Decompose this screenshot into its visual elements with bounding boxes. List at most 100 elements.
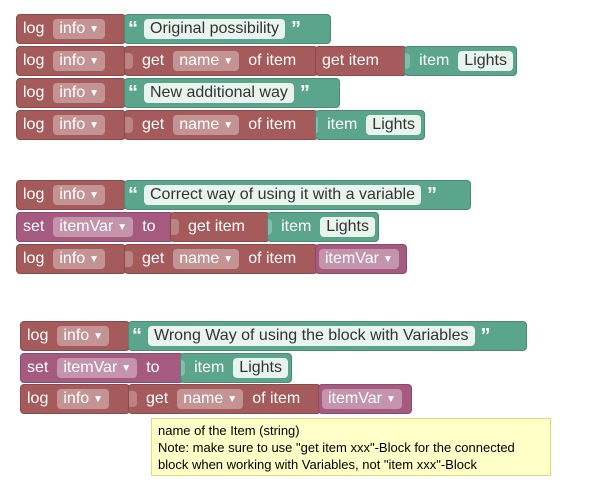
connector-notch bbox=[125, 117, 133, 133]
log-block[interactable]: log info▼ bbox=[16, 78, 126, 108]
get-label: get bbox=[142, 52, 165, 69]
chevron-down-icon: ▼ bbox=[89, 87, 100, 99]
item-label: item bbox=[327, 116, 358, 133]
chevron-down-icon: ▼ bbox=[89, 189, 100, 201]
log-level-dropdown[interactable]: info▼ bbox=[53, 115, 106, 135]
of-item-label: of item bbox=[248, 116, 297, 133]
item-name-field[interactable]: Lights bbox=[458, 51, 513, 71]
chevron-down-icon: ▼ bbox=[227, 393, 238, 405]
get-item-label: get item bbox=[188, 218, 245, 235]
log-label: log bbox=[23, 186, 45, 203]
item-block[interactable]: item Lights bbox=[267, 212, 379, 242]
log-block[interactable]: log info▼ bbox=[16, 14, 126, 44]
of-item-label: of item bbox=[248, 250, 297, 267]
get-item-attribute-block[interactable]: get name▼ of item bbox=[124, 244, 318, 274]
get-item-block[interactable]: get item bbox=[315, 46, 407, 76]
log-label: log bbox=[23, 52, 45, 69]
log-level-dropdown[interactable]: info▼ bbox=[57, 326, 110, 346]
log-block[interactable]: log info▼ bbox=[16, 180, 126, 210]
get-label: get bbox=[146, 390, 169, 407]
variable-dropdown[interactable]: itemVar▼ bbox=[322, 389, 402, 409]
chevron-down-icon: ▼ bbox=[382, 253, 393, 265]
close-quote-icon: ” bbox=[299, 82, 310, 104]
log-label: log bbox=[23, 116, 45, 133]
log-level-dropdown[interactable]: info▼ bbox=[53, 83, 106, 103]
log-block[interactable]: log info▼ bbox=[20, 321, 130, 351]
chevron-down-icon: ▼ bbox=[223, 119, 234, 131]
set-label: set bbox=[27, 359, 49, 376]
chevron-down-icon: ▼ bbox=[121, 362, 132, 374]
text-block[interactable]: “ New additional way ” bbox=[124, 78, 340, 108]
item-name-field[interactable]: Lights bbox=[233, 358, 288, 378]
item-block[interactable]: item Lights bbox=[180, 353, 292, 383]
variable-dropdown[interactable]: itemVar▼ bbox=[57, 358, 138, 378]
connector-notch bbox=[268, 219, 273, 235]
connector-notch bbox=[316, 117, 319, 133]
connector-notch bbox=[405, 53, 411, 69]
variable-dropdown[interactable]: itemVar▼ bbox=[53, 217, 134, 237]
item-name-field[interactable]: Lights bbox=[366, 115, 421, 135]
set-label: set bbox=[23, 218, 45, 235]
item-block[interactable]: item Lights bbox=[315, 110, 425, 140]
item-name-field[interactable]: Lights bbox=[320, 217, 375, 237]
log-level-dropdown[interactable]: info▼ bbox=[53, 19, 106, 39]
log-label: log bbox=[23, 250, 45, 267]
chevron-down-icon: ▼ bbox=[89, 253, 100, 265]
of-item-label: of item bbox=[248, 52, 297, 69]
chevron-down-icon: ▼ bbox=[89, 23, 100, 35]
text-field[interactable]: New additional way bbox=[144, 83, 294, 103]
text-block[interactable]: “ Original possibility ” bbox=[124, 14, 331, 44]
tooltip-line: block when working with Variables, not "… bbox=[158, 457, 477, 472]
close-quote-icon: ” bbox=[427, 184, 437, 206]
log-block[interactable]: log info▼ bbox=[20, 384, 130, 414]
log-label: log bbox=[23, 20, 45, 37]
get-item-attribute-block[interactable]: get name▼ of item bbox=[124, 46, 318, 76]
text-block[interactable]: “ Correct way of using it with a variabl… bbox=[124, 180, 471, 210]
get-label: get bbox=[142, 116, 165, 133]
to-label: to bbox=[146, 359, 160, 376]
log-block[interactable]: log info▼ bbox=[16, 110, 126, 140]
attribute-dropdown[interactable]: name▼ bbox=[173, 51, 240, 71]
text-block[interactable]: “ Wrong Way of using the block with Vari… bbox=[128, 321, 527, 351]
chevron-down-icon: ▼ bbox=[117, 221, 128, 233]
log-block[interactable]: log info▼ bbox=[16, 46, 126, 76]
text-field[interactable]: Correct way of using it with a variable bbox=[144, 185, 421, 205]
log-level-dropdown[interactable]: info▼ bbox=[53, 249, 106, 269]
log-level-dropdown[interactable]: info▼ bbox=[53, 185, 106, 205]
connector-notch bbox=[181, 360, 186, 376]
log-block[interactable]: log info▼ bbox=[16, 244, 126, 274]
get-item-label: get item bbox=[322, 52, 379, 69]
tooltip: name of the Item (string) Note: make sur… bbox=[151, 418, 551, 476]
attribute-dropdown[interactable]: name▼ bbox=[173, 249, 240, 269]
item-label: item bbox=[194, 359, 225, 376]
get-item-attribute-block[interactable]: get name▼ of item bbox=[128, 384, 321, 414]
get-item-block[interactable]: get item bbox=[170, 212, 270, 242]
attribute-dropdown[interactable]: name▼ bbox=[177, 389, 244, 409]
chevron-down-icon: ▼ bbox=[89, 55, 100, 67]
text-field[interactable]: Wrong Way of using the block with Variab… bbox=[148, 326, 475, 346]
attribute-dropdown[interactable]: name▼ bbox=[173, 115, 240, 135]
variable-getter-block[interactable]: itemVar▼ bbox=[315, 244, 407, 274]
set-variable-block[interactable]: set itemVar▼ to bbox=[20, 353, 184, 383]
set-variable-block[interactable]: set itemVar▼ to bbox=[16, 212, 174, 242]
to-label: to bbox=[142, 218, 156, 235]
log-label: log bbox=[27, 327, 49, 344]
log-level-dropdown[interactable]: info▼ bbox=[57, 389, 110, 409]
open-quote-icon: “ bbox=[128, 82, 138, 104]
variable-getter-block[interactable]: itemVar▼ bbox=[318, 384, 412, 414]
chevron-down-icon: ▼ bbox=[89, 119, 100, 131]
item-label: item bbox=[419, 52, 450, 69]
chevron-down-icon: ▼ bbox=[93, 393, 104, 405]
log-label: log bbox=[27, 390, 49, 407]
close-quote-icon: ” bbox=[290, 18, 301, 40]
connector-notch bbox=[171, 219, 179, 235]
chevron-down-icon: ▼ bbox=[93, 330, 104, 342]
item-block[interactable]: item Lights bbox=[404, 46, 517, 76]
log-label: log bbox=[23, 84, 45, 101]
text-field[interactable]: Original possibility bbox=[144, 19, 285, 39]
get-item-attribute-block[interactable]: get name▼ of item bbox=[124, 110, 318, 140]
close-quote-icon: ” bbox=[480, 325, 491, 347]
log-level-dropdown[interactable]: info▼ bbox=[53, 51, 106, 71]
chevron-down-icon: ▼ bbox=[223, 253, 234, 265]
variable-dropdown[interactable]: itemVar▼ bbox=[319, 249, 399, 269]
